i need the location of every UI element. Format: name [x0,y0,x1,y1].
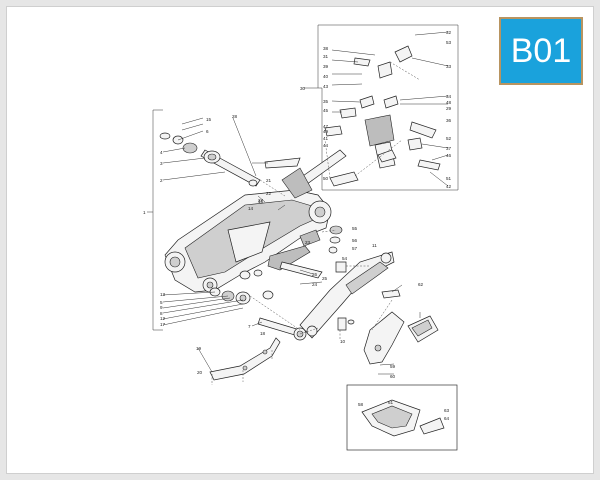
swingarm [164,189,332,293]
part-label: 28 [232,114,238,119]
part-label: 12 [160,316,166,321]
part-label: 53 [446,40,452,45]
assembly-lines [249,179,393,340]
part-label: 37 [446,146,452,151]
label-leaders [162,31,449,375]
part-label: 22 [266,191,272,196]
part-label: 24 [312,282,318,287]
part-label: 50 [323,176,329,181]
part-label: 6 [206,129,209,134]
part-label: 2 [160,178,163,183]
part-label: 46 [446,153,452,158]
part-label: 27 [258,198,264,203]
part-label: 26 [312,272,318,277]
part-label: 4 [160,150,163,155]
upper-shock-group [324,45,441,187]
part-label: 9 [160,305,163,310]
inset-detail [346,384,458,451]
part-label: 35 [323,99,329,104]
part-label: 10 [340,339,346,344]
section-badge: B01 [499,17,583,85]
part-label: 31 [323,54,329,59]
part-label: 8 [160,311,163,316]
part-label: 23 [305,240,311,245]
diagram-frame [6,6,594,474]
part-label: 49 [323,129,329,134]
part-label: 29 [446,106,452,111]
part-label: 52 [446,136,452,141]
part-label: 1 [143,210,146,215]
part-label: 5 [160,300,163,305]
rocker-link [299,251,395,339]
part-label: 56 [352,238,358,243]
part-label: 45 [323,108,329,113]
part-label: 38 [323,46,329,51]
part-label: 20 [197,370,203,375]
part-label: 18 [260,331,266,336]
part-label: 55 [352,226,358,231]
part-label: 32 [446,30,452,35]
part-label: 33 [446,64,452,69]
part-label: 36 [446,118,452,123]
part-label: 34 [446,94,452,99]
part-label: 17 [160,322,166,327]
part-label: 25 [322,276,328,281]
linkage-arm [267,229,323,279]
part-label: 21 [266,178,272,183]
part-label: 16 [258,199,264,204]
part-label: 54 [342,256,348,261]
part-label: 13 [160,292,166,297]
part-label: 58 [358,402,364,407]
part-label: 64 [444,416,450,421]
part-label: 11 [372,243,377,248]
part-label: 57 [352,246,358,251]
lower-guide-plate [209,337,281,385]
part-label: 60 [390,374,396,379]
left-group-bracket [152,109,163,331]
part-label: 14 [248,206,254,211]
part-label: 62 [418,282,424,287]
part-label: 44 [323,143,329,148]
part-label: 63 [444,408,450,413]
part-label: 59 [390,364,396,369]
part-label: 15 [206,117,212,122]
side-bracket [363,289,439,365]
part-label: 48 [446,100,452,105]
part-label: 42 [446,184,452,189]
part-label: 39 [323,64,329,69]
part-label: 61 [388,400,394,405]
part-label: 43 [323,84,329,89]
part-label: 19 [196,346,202,351]
part-label: 3 [160,161,163,166]
part-label: 47 [323,124,329,129]
part-label: 7 [248,324,251,329]
part-label: 51 [446,176,452,181]
part-label: 30 [300,86,306,91]
drive-shaft [264,149,347,199]
part-label: 40 [323,74,329,79]
pivot-axle [159,132,261,187]
part-labels: 1 2 3 4 5 6 7 8 9 10 11 12 13 14 15 16 1… [143,30,452,421]
part-label: 41 [323,136,329,141]
